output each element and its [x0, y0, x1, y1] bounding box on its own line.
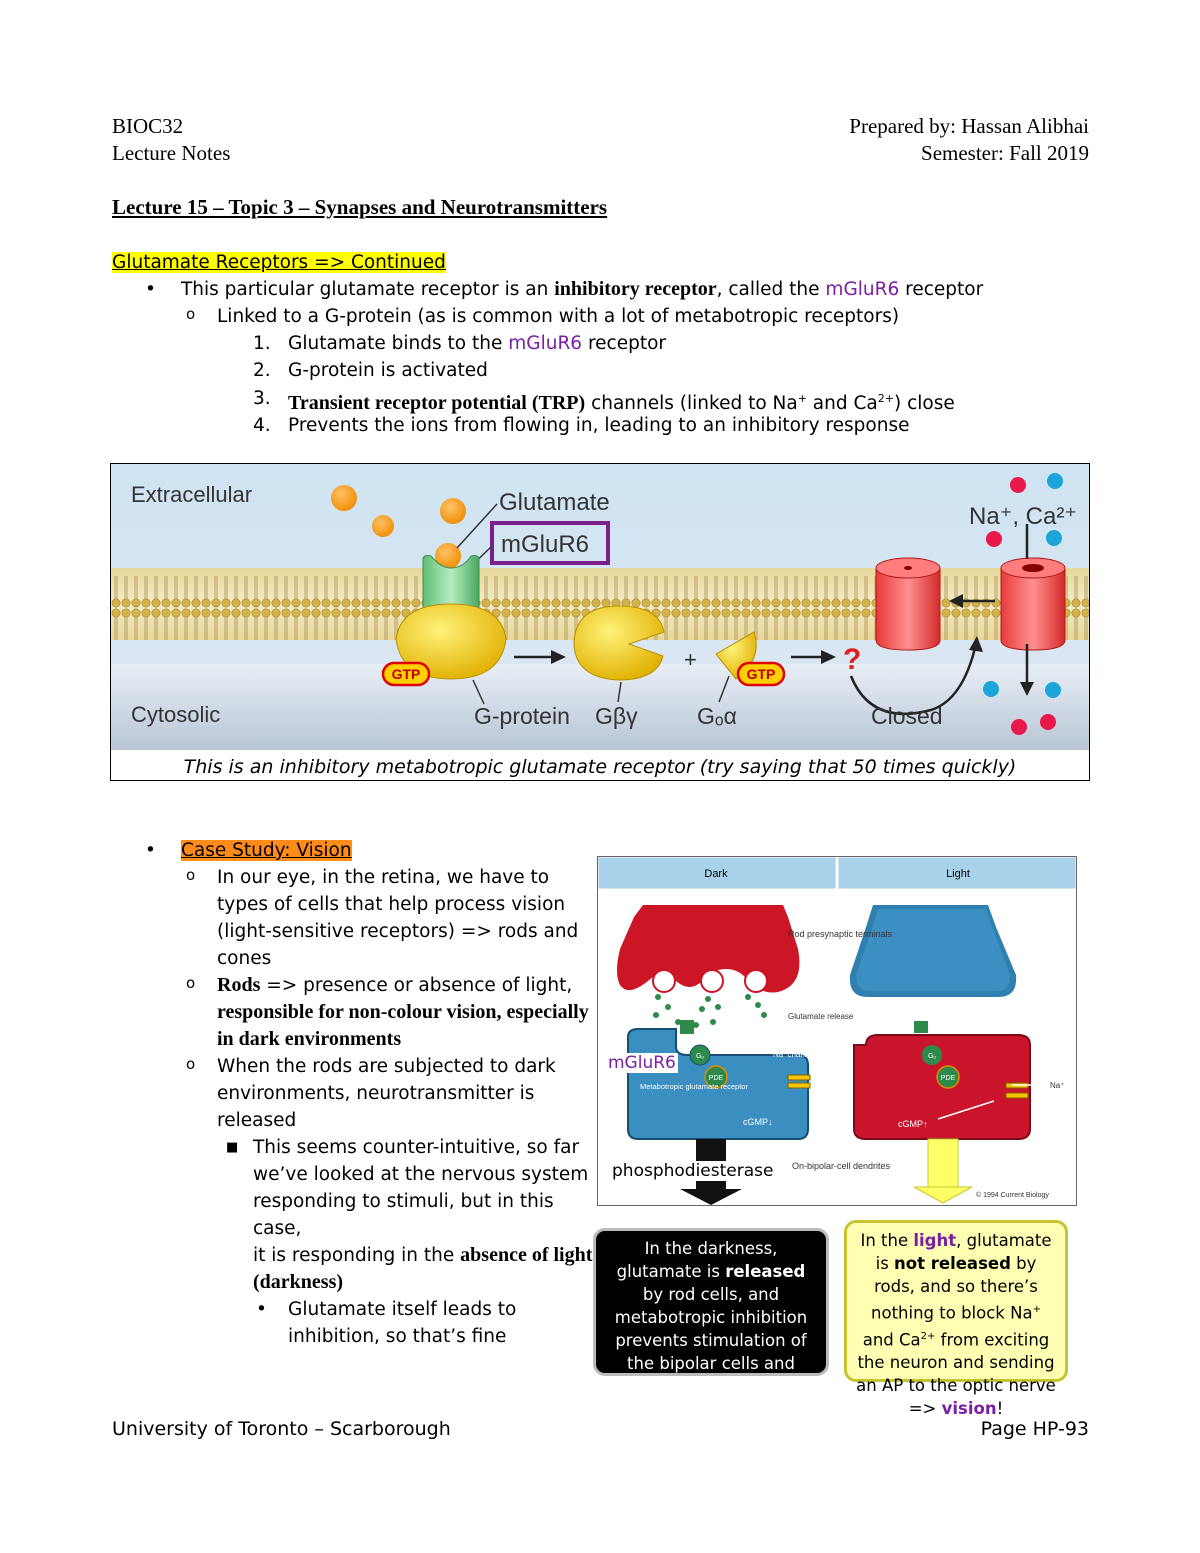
step-3: Transient receptor potential (TRP) chann…: [288, 392, 955, 415]
glutamate-molecule: [331, 485, 357, 511]
svg-text:GTP: GTP: [747, 666, 776, 682]
cgmp-up: cGMP↑: [898, 1119, 928, 1129]
semester: Semester: Fall 2019: [921, 141, 1089, 165]
bullet-dot: •: [145, 279, 156, 300]
g-protein-label: G-protein: [474, 703, 570, 729]
svg-text:PDE: PDE: [709, 1075, 724, 1082]
cation: [1010, 477, 1026, 493]
trp-channel-open: [1000, 567, 1066, 651]
figure-caption: This is an inhibitory metabotropic gluta…: [183, 756, 1017, 778]
vision-point-cells: In our eye, in the retina, we have to ty…: [217, 867, 579, 969]
copyright-label: © 1994 Current Biology: [976, 1191, 1049, 1199]
g-o-alpha-label: Gₒα: [697, 703, 737, 729]
cation: [986, 531, 1002, 547]
callout-darkness: In the darkness, glutamate is released b…: [593, 1228, 829, 1419]
course-code: BIOC32: [112, 114, 184, 138]
svg-text:PDE: PDE: [941, 1075, 956, 1082]
cgmp-down: cGMP↓: [743, 1117, 773, 1127]
mglur6-label: mGluR6: [501, 531, 589, 558]
prepared-by: Prepared by: Hassan Alibhai: [849, 114, 1089, 138]
step-2: G-protein is activated: [288, 360, 488, 381]
cation: [1047, 473, 1063, 489]
mglur6-overlay-label: mGluR6: [606, 1053, 678, 1073]
sub-bullet-circle: o: [186, 305, 196, 323]
step-4: Prevents the ions from flowing in, leadi…: [288, 415, 910, 436]
svg-text:Gₒ: Gₒ: [696, 1053, 704, 1060]
cytosolic-label: Cytosolic: [131, 702, 220, 727]
phosphodiesterase-label: phosphodiesterase: [610, 1161, 776, 1181]
footer-university: University of Toronto – Scarborough: [112, 1418, 451, 1440]
mglur6-highlight-box: [490, 521, 610, 565]
cation: [983, 681, 999, 697]
glutamate-molecule-bound: [435, 543, 461, 569]
on-bipolar-label: On-bipolar-cell dendrites: [792, 1161, 891, 1171]
cation: [1040, 714, 1056, 730]
svg-text:GTP: GTP: [392, 666, 421, 682]
mglur6-diagram: Extracellular Cytosolic Glutamate mGluR6…: [111, 464, 1089, 750]
glutamate-molecule: [440, 498, 466, 524]
footer-page-number: Page HP-93: [980, 1418, 1089, 1440]
section-heading-vision: Case Study: Vision: [181, 840, 352, 861]
glutamate-dots: [653, 994, 767, 1028]
sub-bullet-gprotein: Linked to a G-protein (as is common with…: [217, 306, 900, 327]
glutamate-release-label: Glutamate release: [788, 1012, 854, 1021]
page-title: Lecture 15 – Topic 3 – Synapses and Neur…: [112, 195, 608, 219]
callout-light: In the light, glutamate is not released …: [844, 1220, 1068, 1418]
cation: [1046, 530, 1062, 546]
rod-bipolar-diagram: Dark Light Rod presynaptic terminals Glu…: [598, 857, 1076, 1205]
glutamate-molecule: [372, 515, 394, 537]
figure-rod-bipolar: Dark Light Rod presynaptic terminals Glu…: [597, 856, 1077, 1206]
na-channel-label: Na⁺channel: [773, 1050, 816, 1059]
vision-counter-intuitive: This seems counter-intuitive, so far we’…: [253, 1137, 593, 1293]
section-heading-glutamate: Glutamate Receptors => Continued: [112, 252, 446, 273]
gtp-badge: [381, 661, 431, 687]
rod-terminals-label: Rod presynaptic terminals: [788, 929, 893, 939]
metabotropic-label: Metabotropic glutamate receptor: [640, 1082, 748, 1091]
vision-glutamate-inhibition: Glutamate itself leads to inhibition, so…: [288, 1299, 517, 1347]
bullet-inhibitory-receptor: This particular glutamate receptor is an…: [181, 278, 984, 300]
closed-label: Closed: [871, 703, 943, 729]
question-mark: ?: [843, 643, 861, 676]
cation: [1045, 682, 1061, 698]
vision-point-dark: When the rods are subjected to dark envi…: [217, 1056, 556, 1131]
glutamate-label: Glutamate: [499, 489, 610, 516]
dark-header: Dark: [704, 868, 728, 880]
svg-text:Na⁺: Na⁺: [1050, 1081, 1064, 1090]
light-output-arrow: [927, 1138, 959, 1188]
svg-text:Gₒ: Gₒ: [928, 1053, 936, 1060]
figure-mglur6: Extracellular Cytosolic Glutamate mGluR6…: [110, 463, 1090, 781]
trp-channel-closed: [875, 567, 941, 651]
g-beta-gamma-shape: [573, 605, 665, 681]
ions-label: Na⁺, Ca²⁺: [969, 503, 1077, 530]
cation: [1011, 719, 1027, 735]
step-1: Glutamate binds to the mGluR6 receptor: [288, 333, 667, 354]
lecture-notes-label: Lecture Notes: [112, 141, 231, 165]
g-beta-gamma-label: Gβγ: [595, 703, 638, 729]
extracellular-label: Extracellular: [131, 482, 252, 507]
vision-point-rods: Rods => presence or absence of light, re…: [217, 974, 589, 1050]
light-header: Light: [946, 868, 970, 880]
gtp-badge: [736, 661, 786, 687]
plus-sign: +: [684, 647, 697, 672]
